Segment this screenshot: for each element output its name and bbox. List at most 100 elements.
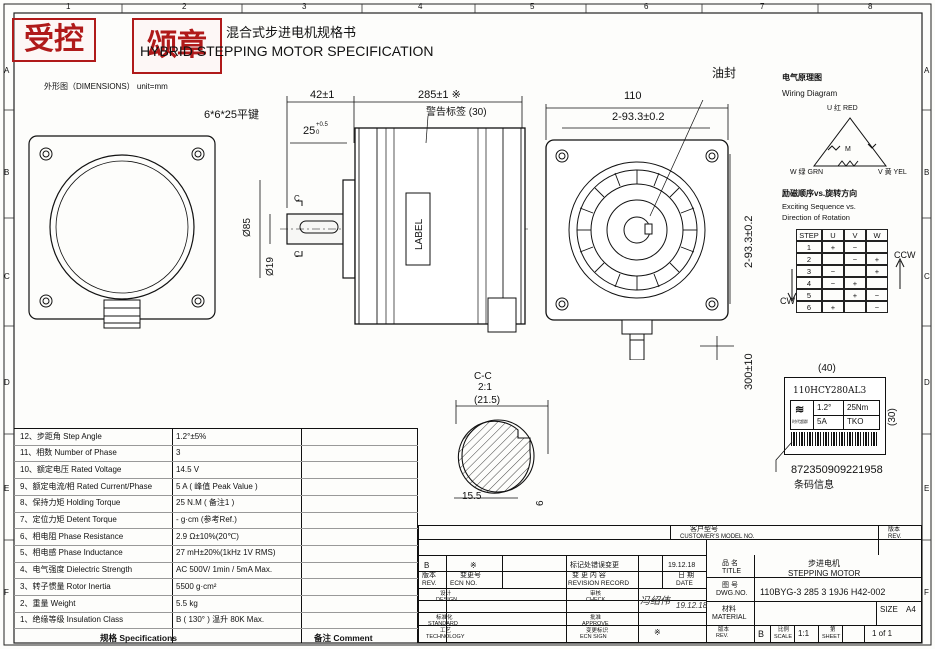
sequence-cell: − [866, 289, 888, 301]
spec-value: 25 N.M ( 备注1 ) [176, 498, 235, 508]
spec-name: 7、定位力矩 Detent Torque [20, 515, 117, 524]
spec-name: 2、重量 Weight [20, 598, 76, 608]
border-col-number: 1 [66, 2, 71, 11]
spec-value: 14.5 V [176, 464, 200, 474]
border-row-letter: E [4, 484, 10, 493]
dim-110: 110 [624, 90, 642, 102]
dim-25-tol-up: +0.5 [316, 122, 328, 128]
sequence-cell: 5 [796, 289, 822, 301]
spec-value: 5500 g·cm² [176, 581, 217, 591]
barcode-leader [775, 441, 793, 472]
phase-u-label: U 红 RED [827, 105, 858, 112]
check-en: CHECK [586, 597, 606, 603]
specs-footer: 规格 Specifications [100, 633, 177, 644]
spec-value: B ( 130° ) 温升 80K Max. [176, 615, 265, 625]
record-en: REVISION RECORD [568, 580, 630, 587]
title-en: HYBRID STEPPING MOTOR SPECIFICATION [140, 43, 434, 59]
sequence-header-cell: V [844, 229, 866, 241]
border-row-letter: B [4, 168, 10, 177]
customer-model-cn: 客户型号 [690, 526, 718, 533]
sequence-cell [844, 265, 866, 277]
border-row-letter: E [924, 484, 930, 493]
design-cn: 设计 [440, 591, 452, 597]
spec-value: - g·cm (参考Ref.) [176, 515, 237, 524]
section-cc [454, 400, 549, 499]
spec-value: AC 500V/ 1min / 5mA Max. [176, 565, 273, 575]
standard-en: STANDARD [428, 621, 458, 627]
name-val-cn: 步进电机 [808, 559, 840, 568]
nameplate-company: 时代超群 [792, 419, 808, 424]
date-en: DATE [676, 580, 693, 587]
dim-42: 42±1 [310, 89, 335, 101]
spec-value: 3 [176, 448, 181, 458]
sheet-en: SHEET [822, 634, 841, 640]
name-en: TITLE [722, 568, 742, 575]
sequence-cell [822, 289, 844, 301]
spec-value: 2.9 Ω±10%(20℃) [176, 531, 239, 541]
spec-name: 10、额定电压 Rated Voltage [20, 464, 122, 474]
spec-name: 5、相电感 Phase Inductance [20, 548, 123, 558]
barcode [791, 432, 877, 446]
rev-mark: ※ [470, 561, 477, 570]
sequence-cell: − [866, 301, 888, 313]
spec-name: 6、相电阻 Phase Resistance [20, 531, 124, 541]
spec-name: 11、相数 Number of Phase [20, 448, 117, 458]
section-scale: 2:1 [478, 382, 492, 393]
nameplate-angle: 1.2° [817, 403, 832, 412]
version-cn: 版本 [888, 527, 901, 533]
border-row-letter: D [924, 378, 930, 387]
section-mark-bottom: C [294, 250, 300, 259]
name-val-en: STEPPING MOTOR [788, 569, 861, 578]
sequence-cell: − [844, 241, 866, 253]
section-15-5: 15.5 [462, 491, 482, 502]
comment-footer: 备注 Comment [314, 633, 373, 644]
sequence-cell: − [822, 265, 844, 277]
border-col-number: 2 [182, 2, 187, 11]
size-val: A4 [906, 605, 916, 614]
nameplate-specs: ≋ 1.2° 25Nm 5A TKO 时代超群 [790, 400, 880, 430]
key-spec: 6*6*25平键 [204, 109, 260, 121]
sequence-cell: 6 [796, 301, 822, 313]
dim-300: 300±10 [743, 353, 755, 390]
cw-label: CW [780, 296, 795, 306]
dwg-cn: 图 号 [722, 582, 738, 589]
warning-label-dim: 警告标签 (30) [426, 107, 487, 118]
rev-desc: 标记处错误变更 [570, 562, 619, 569]
motor-front-view [545, 100, 734, 360]
section-6: 6 [535, 500, 546, 506]
border-row-letter: C [4, 272, 10, 281]
spec-value: 27 mH±20%(1kHz 1V RMS) [176, 548, 276, 558]
material-en: MATERIAL [712, 614, 747, 621]
dwg-en: DWG.NO. [716, 590, 748, 597]
sequence-cell: 2 [796, 253, 822, 265]
border-col-number: 6 [644, 2, 649, 11]
border-row-letter: A [924, 66, 930, 75]
spec-name: 12、步距角 Step Angle [20, 431, 102, 441]
date-cn: 日 期 [678, 572, 694, 579]
border-row-letter: C [924, 272, 930, 281]
ecnsign-en: ECN SIGN [580, 634, 607, 640]
ecnsign-val: ※ [654, 628, 661, 637]
rev-head-cn: 版本 [422, 572, 436, 579]
approval-stamp: 颂章 [132, 18, 222, 74]
spec-name: 1、绝缘等级 Insulation Class [20, 615, 124, 625]
approve-en: APPROVE [582, 621, 609, 627]
ecnsign-cn: 变更标识 [586, 628, 609, 634]
border-col-number: 7 [760, 2, 765, 11]
brand-logo-icon: ≋ [795, 404, 805, 416]
nameplate-brand: TKO [847, 417, 864, 426]
check-cn: 审核 [590, 591, 602, 597]
motor-m: M [845, 146, 851, 153]
scale-cn: 比例 [778, 627, 790, 633]
signature: 冯绍伟 [640, 596, 670, 607]
customer-model-en: CUSTOMER'S MODEL NO. [680, 534, 755, 540]
nameplate-torque: 25Nm [847, 403, 869, 412]
tech-cn: 工艺 [440, 628, 452, 634]
scale-en: SCALE [774, 634, 793, 640]
ecn-head-cn: 变更号 [460, 572, 481, 579]
dim-25: 25 [303, 125, 316, 137]
rev-date: 19.12.18 [668, 562, 696, 569]
sequence-cell: + [866, 253, 888, 265]
sign-date: 19.12.18 [676, 601, 708, 610]
